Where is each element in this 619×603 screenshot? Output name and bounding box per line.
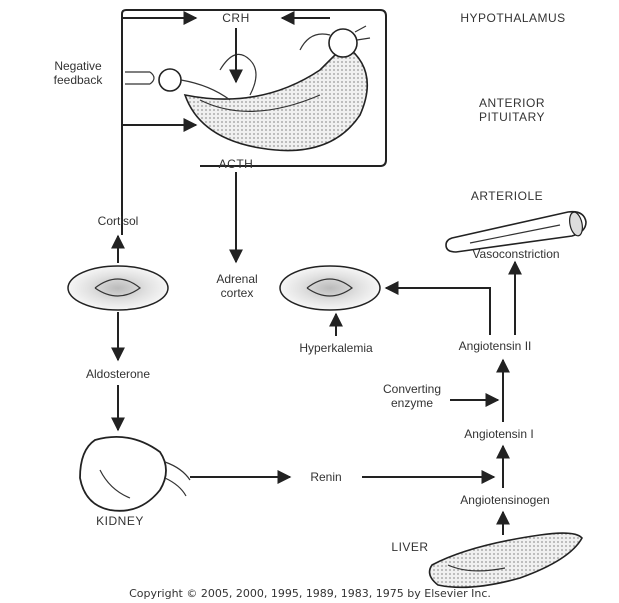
negative-feedback-label-line1: Negative [54,59,102,73]
renin-label: Renin [310,470,341,484]
converting-enzyme-label-line2: enzyme [391,396,433,410]
cortisol-label: Cortisol [98,214,139,228]
kidney-icon [80,437,190,511]
liver-icon [430,533,582,587]
aldosterone-label: Aldosterone [86,367,150,381]
adrenal-gland-left-icon [68,266,168,310]
arteriole-label: ARTERIOLE [471,189,543,203]
anterior-pituitary-label-line2: PITUITARY [479,110,545,124]
hyperkalemia-label: Hyperkalemia [299,341,373,355]
acth-label: ACTH [219,157,254,171]
liver-label: LIVER [391,540,428,554]
copyright-text: Copyright © 2005, 2000, 1995, 1989, 1983… [129,587,491,600]
anterior-pituitary-label-line1: ANTERIOR [479,96,545,110]
angiotensin-ii-label: Angiotensin II [459,339,532,353]
kidney-label: KIDNEY [96,514,144,528]
neuron-icon-top [329,26,370,57]
adrenal-gland-right-icon [280,266,380,310]
angiotensinogen-label: Angiotensinogen [460,493,549,507]
crh-label: CRH [222,11,250,25]
negative-feedback-label-line2: feedback [54,73,104,87]
neuron-icon-left [125,69,230,100]
vasoconstriction-label: Vasoconstriction [472,247,559,261]
hypothalamus-label: HYPOTHALAMUS [460,11,565,25]
angiotensin-ii-to-adrenal-arrow [386,288,490,335]
angiotensin-i-label: Angiotensin I [464,427,533,441]
adrenal-cortex-label-line2: cortex [221,286,254,300]
arteriole-icon [446,211,586,252]
converting-enzyme-label-line1: Converting [383,382,441,396]
adrenal-cortex-label-line1: Adrenal [216,272,257,286]
